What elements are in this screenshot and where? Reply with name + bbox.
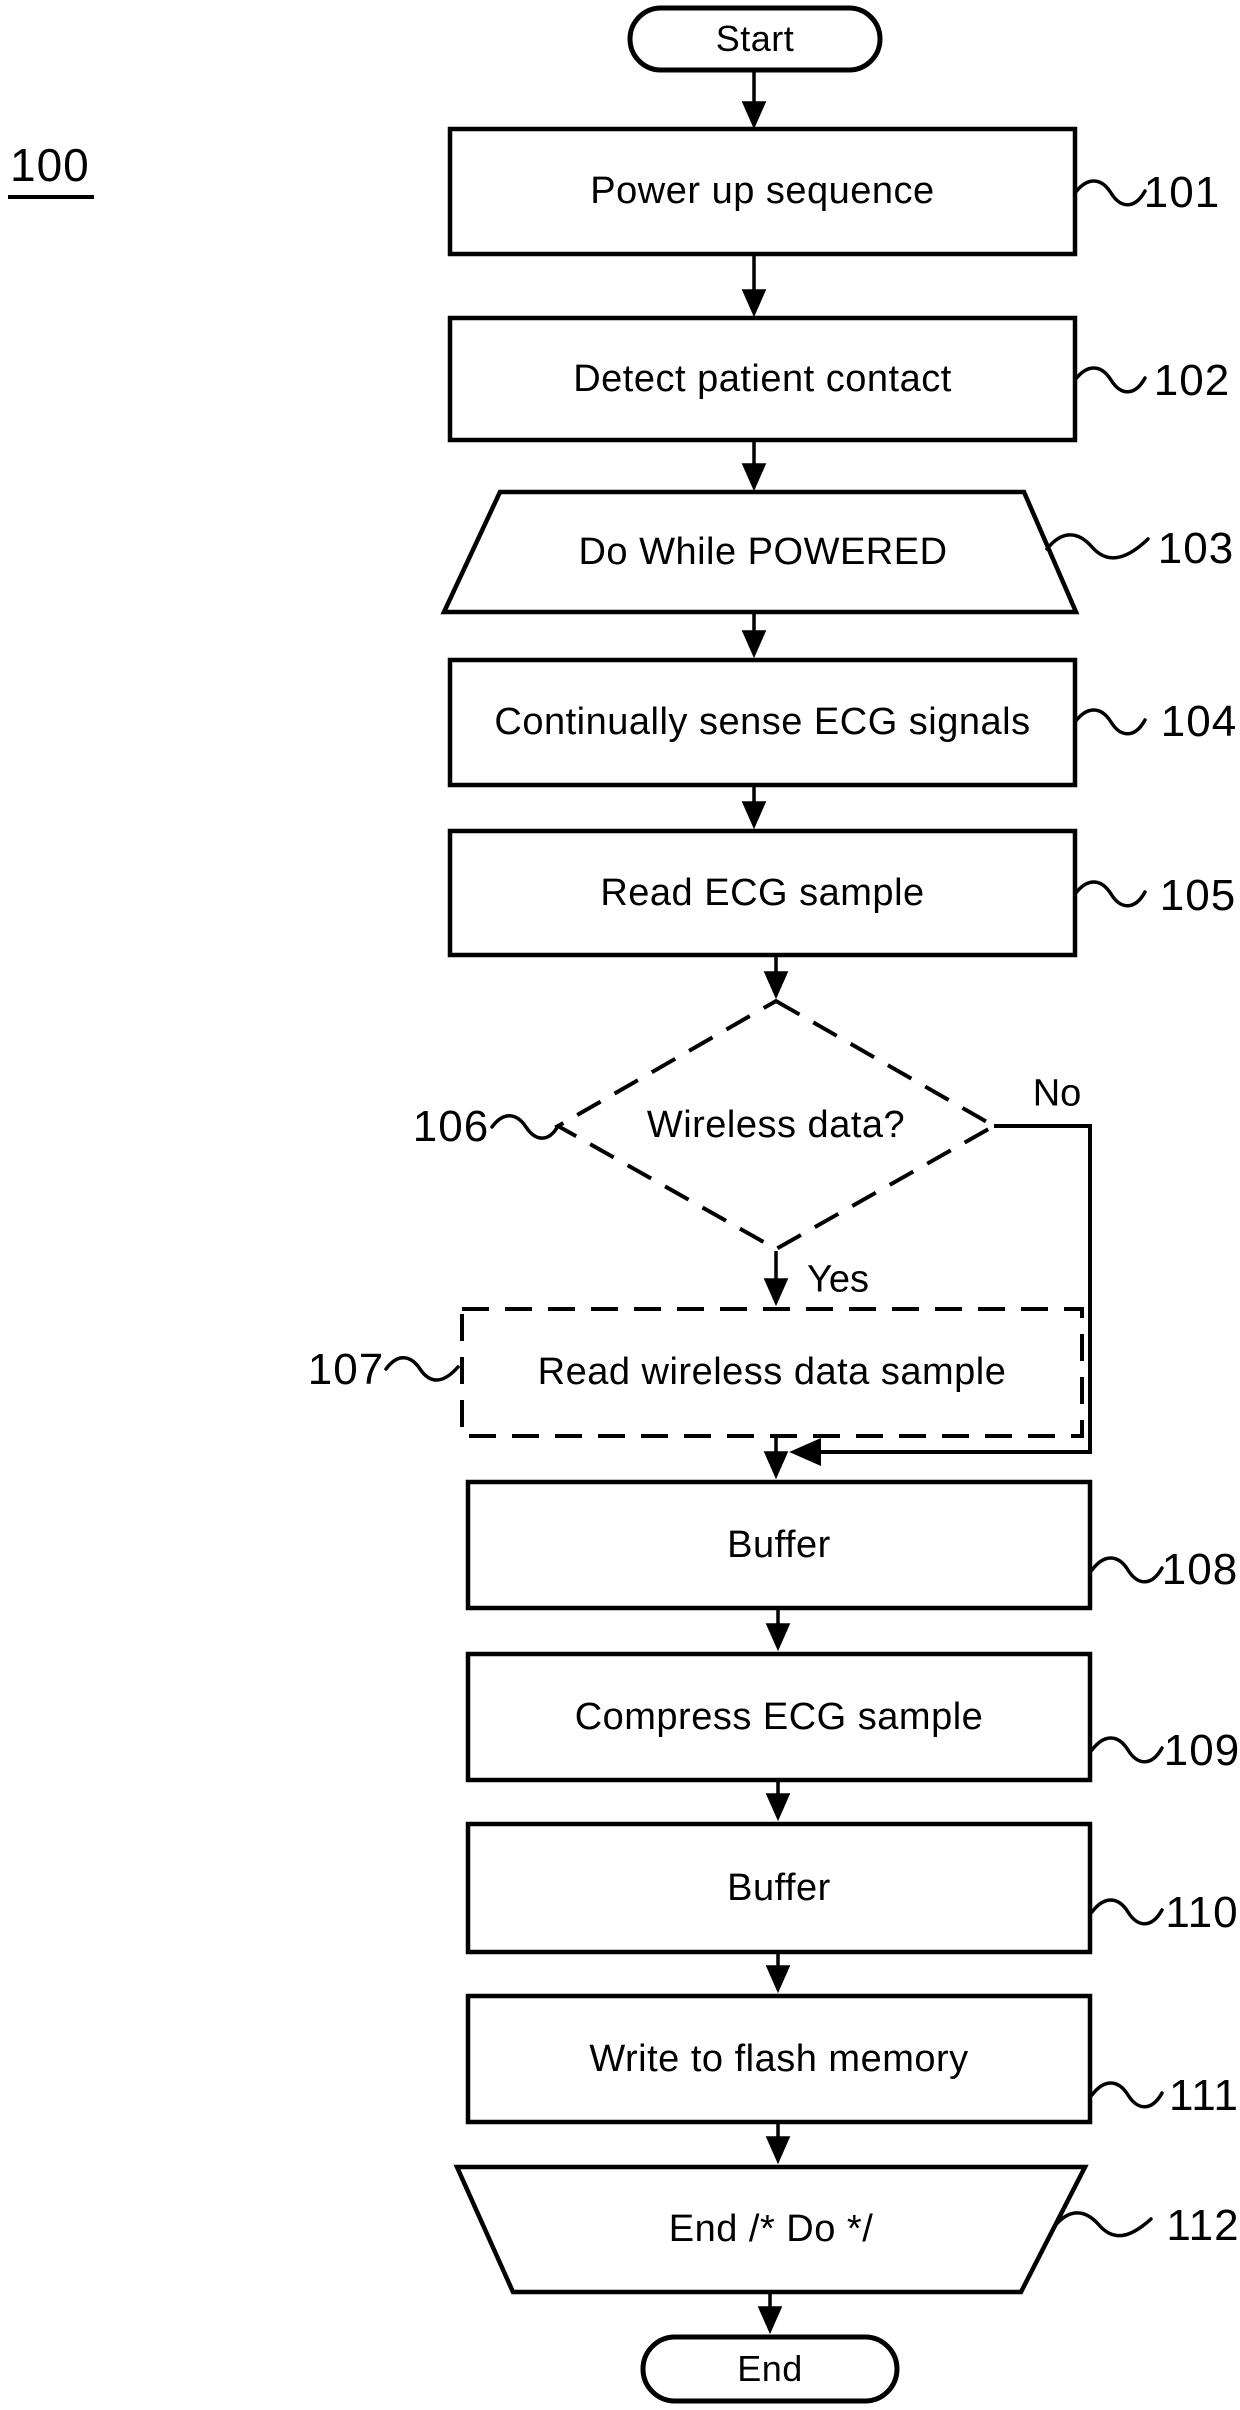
ref-leader-squiggle-106 (490, 1114, 560, 1140)
process-box-105 (447, 828, 1078, 958)
ref-leader-squiggle-112 (1052, 2211, 1153, 2238)
ref-label-111: 111 (1169, 2071, 1239, 2120)
ref-label-108: 108 (1161, 1545, 1239, 1594)
ref-label-106: 106 (412, 1102, 490, 1151)
ref-leader-squiggle-107 (384, 1356, 460, 1382)
ref-leader-squiggle-104 (1073, 708, 1147, 736)
end-terminal-shape (640, 2334, 900, 2404)
ref-label-104: 104 (1160, 697, 1238, 746)
ref-label-110: 110 (1165, 1888, 1239, 1937)
branch-label-no: No (1032, 1072, 1082, 1115)
branch-label-yes: Yes (807, 1258, 869, 1301)
ref-leader-squiggle-109 (1090, 1736, 1164, 1764)
ref-leader-squiggle-101 (1073, 179, 1147, 207)
ref-leader-squiggle-103 (1045, 533, 1150, 560)
process-box-110 (465, 1821, 1093, 1955)
process-box-109 (465, 1651, 1093, 1783)
ref-leader-squiggle-110 (1090, 1898, 1164, 1926)
dashed-process-box-107 (460, 1307, 1084, 1438)
loop-start-trapezoid-103 (440, 489, 1080, 615)
process-box-101 (447, 126, 1078, 257)
ref-label-112: 112 (1166, 2201, 1240, 2250)
ref-label-103: 103 (1157, 524, 1235, 573)
ref-label-101: 101 (1143, 168, 1221, 217)
start-terminal-shape (627, 5, 883, 73)
process-box-102 (447, 315, 1078, 443)
ref-label-102: 102 (1153, 356, 1231, 405)
figure-number-label: 100 (8, 138, 94, 199)
ref-leader-squiggle-108 (1090, 1556, 1164, 1584)
process-box-104 (447, 657, 1078, 788)
loop-end-trapezoid-112 (453, 2164, 1089, 2295)
ref-leader-squiggle-105 (1073, 880, 1147, 908)
no-branch-connector (789, 1124, 1092, 1467)
ref-leader-squiggle-111 (1090, 2081, 1164, 2109)
ref-label-107: 107 (307, 1345, 385, 1394)
ref-leader-squiggle-102 (1073, 366, 1147, 394)
process-box-108 (465, 1479, 1093, 1611)
ref-label-105: 105 (1159, 871, 1237, 920)
process-box-111 (465, 1993, 1093, 2125)
decision-diamond-106 (553, 998, 999, 1252)
ref-label-109: 109 (1163, 1726, 1240, 1775)
